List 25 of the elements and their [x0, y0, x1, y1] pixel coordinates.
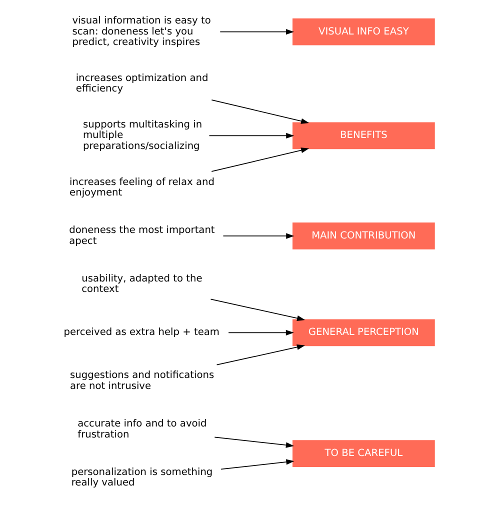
- node-box: TO BE CAREFUL: [292, 440, 435, 467]
- node-text: visual information is easy to scan: doneness let's you predict, creativity inspires: [72, 16, 211, 48]
- node-text: accurate info and to avoid frustration: [78, 418, 207, 440]
- arrow: [211, 148, 310, 172]
- arrow: [208, 132, 294, 139]
- node-text: increases feeling of relax and enjoyment: [70, 176, 214, 199]
- arrow: [222, 233, 294, 239]
- node-text: supports multitasking in multiple preparations/socializing: [82, 119, 202, 152]
- node-text: personalization is something really valued: [71, 466, 213, 489]
- arrow: [228, 330, 294, 336]
- node-text: perceived as extra help + team: [64, 327, 220, 338]
- node-text: usability, adapted to the context: [82, 273, 202, 296]
- arrow: [216, 344, 306, 366]
- node-box: GENERAL PERCEPTION: [292, 319, 435, 346]
- node-box: BENEFITS: [292, 122, 435, 150]
- arrow: [210, 298, 306, 321]
- node-box: VISUAL INFO EASY: [292, 18, 435, 46]
- node-text: doneness the most important apect: [69, 225, 215, 247]
- arrow: [220, 459, 294, 470]
- node-text: suggestions and notifications are not intrusive: [70, 370, 214, 392]
- arrow: [214, 436, 294, 448]
- node-box: MAIN CONTRIBUTION: [292, 222, 435, 250]
- arrow: [211, 99, 310, 124]
- arrow: [220, 29, 294, 35]
- node-text: increases optimization and efficiency: [76, 72, 208, 95]
